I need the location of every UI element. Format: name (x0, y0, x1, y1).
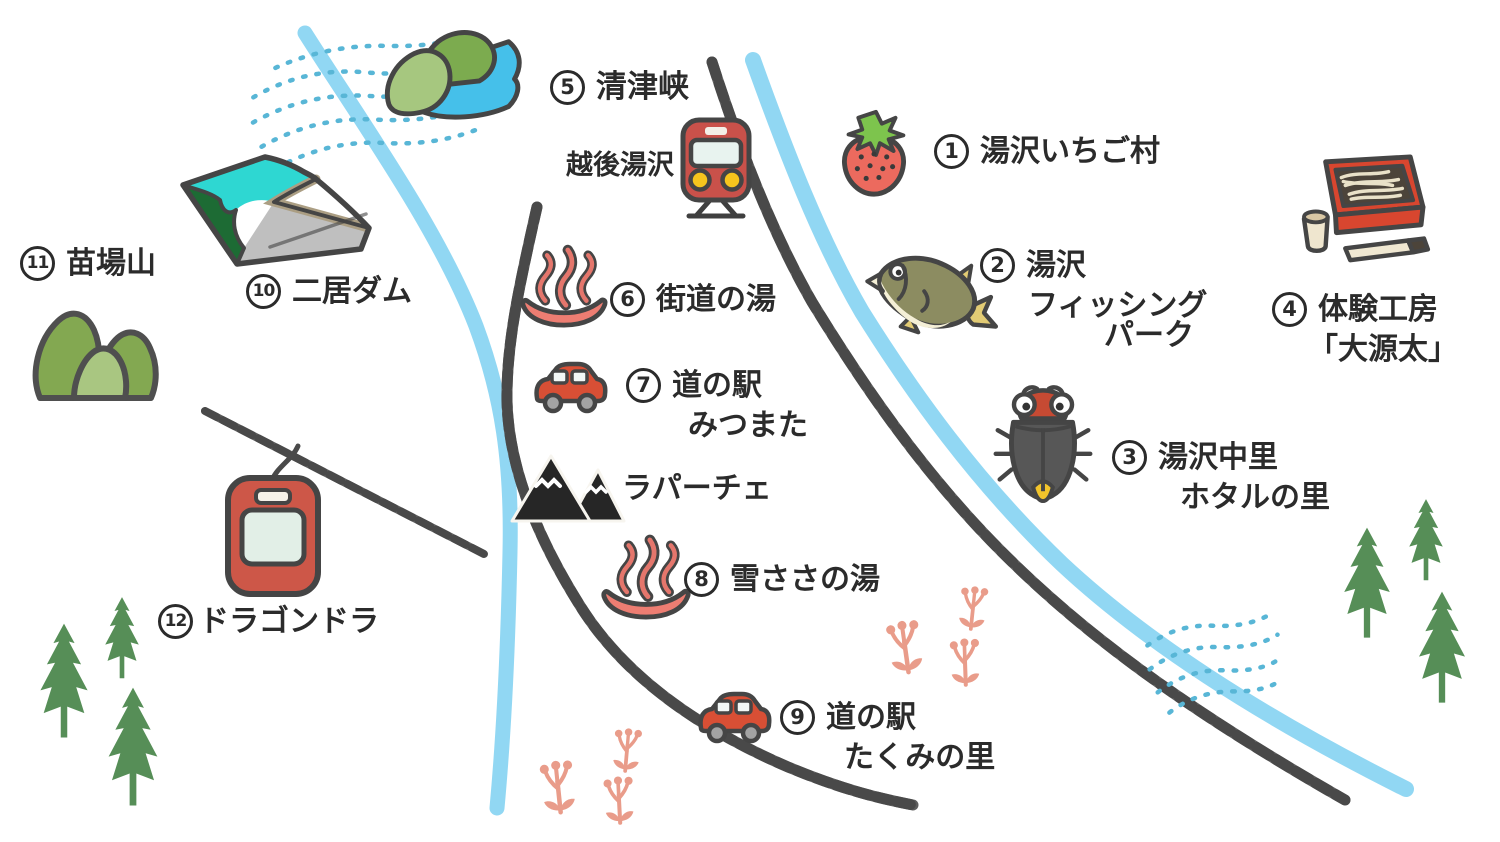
label-futai-dam: 10 二居ダム (246, 274, 412, 309)
mountain-icon (32, 310, 159, 401)
landmark-name: 湯沢いちご村 (980, 133, 1160, 169)
train-icon (680, 117, 752, 219)
pine-tree-icon (101, 686, 165, 808)
number-badge: 9 (780, 700, 815, 735)
number-badge: 5 (550, 70, 585, 105)
label-yukisasa-no-yu: 8 雪ささの湯 (684, 562, 880, 597)
number-badge: 2 (980, 248, 1015, 283)
number-badge: 10 (246, 274, 281, 309)
pine-tree-icon (1336, 526, 1398, 640)
label-michi-no-eki-takumi-no-sato: 9 道の駅 たくみの里 (780, 700, 995, 773)
label-hotaru-no-sato: 3 湯沢中里 ホタルの里 (1112, 440, 1330, 513)
landmark-name: フィッシング (1028, 288, 1208, 323)
mountains-black-icon (510, 454, 626, 523)
label-naeba-san: 11 苗場山 (20, 246, 156, 281)
fish-icon (865, 255, 999, 335)
number-badge: 8 (684, 562, 719, 597)
river-line (297, 25, 518, 816)
number-badge: 6 (610, 282, 645, 317)
plant-sprig-icon (532, 756, 584, 818)
number-badge: 4 (1272, 292, 1307, 327)
landmark-name: 雪ささの湯 (730, 561, 880, 597)
pine-tree-icon (1410, 590, 1474, 705)
plant-sprig-icon (943, 635, 987, 688)
railway-line (706, 56, 1351, 806)
landmark-name: 道の駅 (672, 367, 762, 403)
gondola-icon (225, 443, 321, 597)
landmark-name: 街道の湯 (656, 281, 776, 317)
plant-sprig-icon (596, 773, 643, 827)
water-dots-pattern (1145, 611, 1282, 715)
car-icon (534, 361, 608, 414)
car-icon (698, 691, 772, 744)
plant-sprig-icon (878, 615, 932, 679)
landmark-name: 湯沢 (1026, 247, 1086, 283)
label-kaido-no-yu: 6 街道の湯 (610, 282, 776, 317)
plant-sprig-icon (951, 582, 996, 634)
landmark-name: 道の駅 (826, 699, 916, 735)
landmark-name: みつまた (688, 408, 808, 443)
landmark-name: ホタルの里 (1180, 480, 1330, 515)
number-badge: 1 (934, 134, 969, 169)
landmark-name: たくみの里 (844, 740, 996, 775)
number-badge: 12 (158, 604, 193, 639)
pine-tree-icon (32, 622, 96, 740)
landmark-name: ラパーチェ (622, 471, 772, 506)
landmark-name: 清津峡 (596, 69, 689, 105)
number-badge: 7 (626, 368, 661, 403)
pine-tree-icon (98, 596, 146, 680)
landmark-name: ドラゴンドラ (199, 603, 379, 639)
label-taiken-kobo: 4 体験工房 「大源太」 (1272, 292, 1458, 365)
dam-icon (180, 154, 372, 267)
landmark-name: 苗場山 (66, 245, 156, 281)
label-echigo-yuzawa-station: 越後湯沢 (566, 152, 674, 179)
landmark-name: 「大源太」 (1308, 332, 1458, 367)
gondola-cable (201, 407, 488, 558)
road-line (501, 201, 919, 811)
gorge-icon (385, 30, 522, 120)
landmark-name: 湯沢中里 (1158, 439, 1278, 475)
label-michi-no-eki-mitsumata: 7 道の駅 みつまた (626, 368, 808, 441)
label-strawberry-village: 1 湯沢いちご村 (934, 134, 1160, 169)
number-badge: 11 (20, 246, 55, 281)
landmark-name: パーク (1104, 318, 1194, 353)
pine-tree-icon (1401, 498, 1451, 582)
landmark-name: 体験工房 (1318, 291, 1438, 327)
plant-sprig-icon (605, 724, 649, 775)
number-badge: 3 (1112, 440, 1147, 475)
onsen-icon (520, 244, 608, 328)
label-kiyotsu-gorge: 5 清津峡 (550, 70, 689, 105)
firefly-icon (993, 385, 1093, 504)
label-dragondola: 12 ドラゴンドラ (158, 604, 379, 639)
strawberry-icon (842, 109, 906, 197)
station-name: 越後湯沢 (566, 150, 674, 181)
onsen-icon (601, 534, 691, 620)
soba-box-icon (1301, 154, 1431, 263)
label-la-pache: ラパーチェ (622, 474, 772, 504)
landmark-name: 二居ダム (292, 273, 412, 309)
river-line (745, 52, 1414, 797)
label-fishing-park: 2 湯沢 フィッシング パーク (980, 248, 1207, 351)
